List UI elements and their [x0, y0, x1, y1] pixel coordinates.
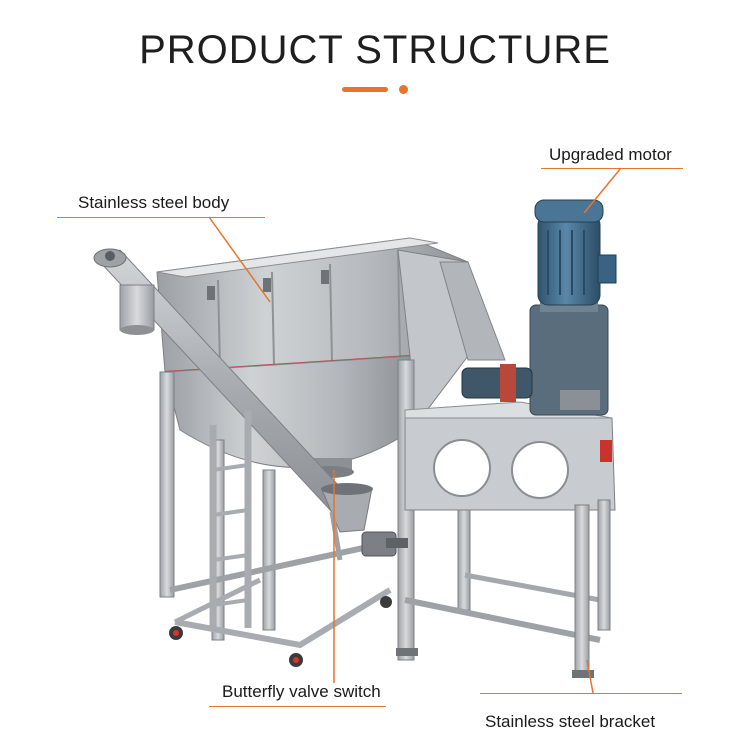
title-accent-dot [399, 85, 408, 94]
conveyor-trolley [169, 410, 392, 667]
callout-leaders [208, 167, 622, 694]
title-accent-bar [342, 87, 388, 92]
callout-label-bracket: Stainless steel bracket [485, 712, 656, 731]
callout-underline-valve [209, 706, 386, 707]
callout-underline-bracket [480, 693, 682, 694]
callout-underline-body [57, 217, 265, 218]
callout-label-valve: Butterfly valve switch [222, 682, 381, 701]
page-title: PRODUCT STRUCTURE [139, 28, 611, 72]
motor-stand [404, 401, 616, 678]
screw-conveyor [93, 248, 408, 561]
callout-underline-motor [541, 168, 683, 169]
callout-label-motor: Upgraded motor [549, 145, 672, 164]
callout-label-body: Stainless steel body [78, 193, 230, 212]
drive-unit [461, 199, 617, 416]
